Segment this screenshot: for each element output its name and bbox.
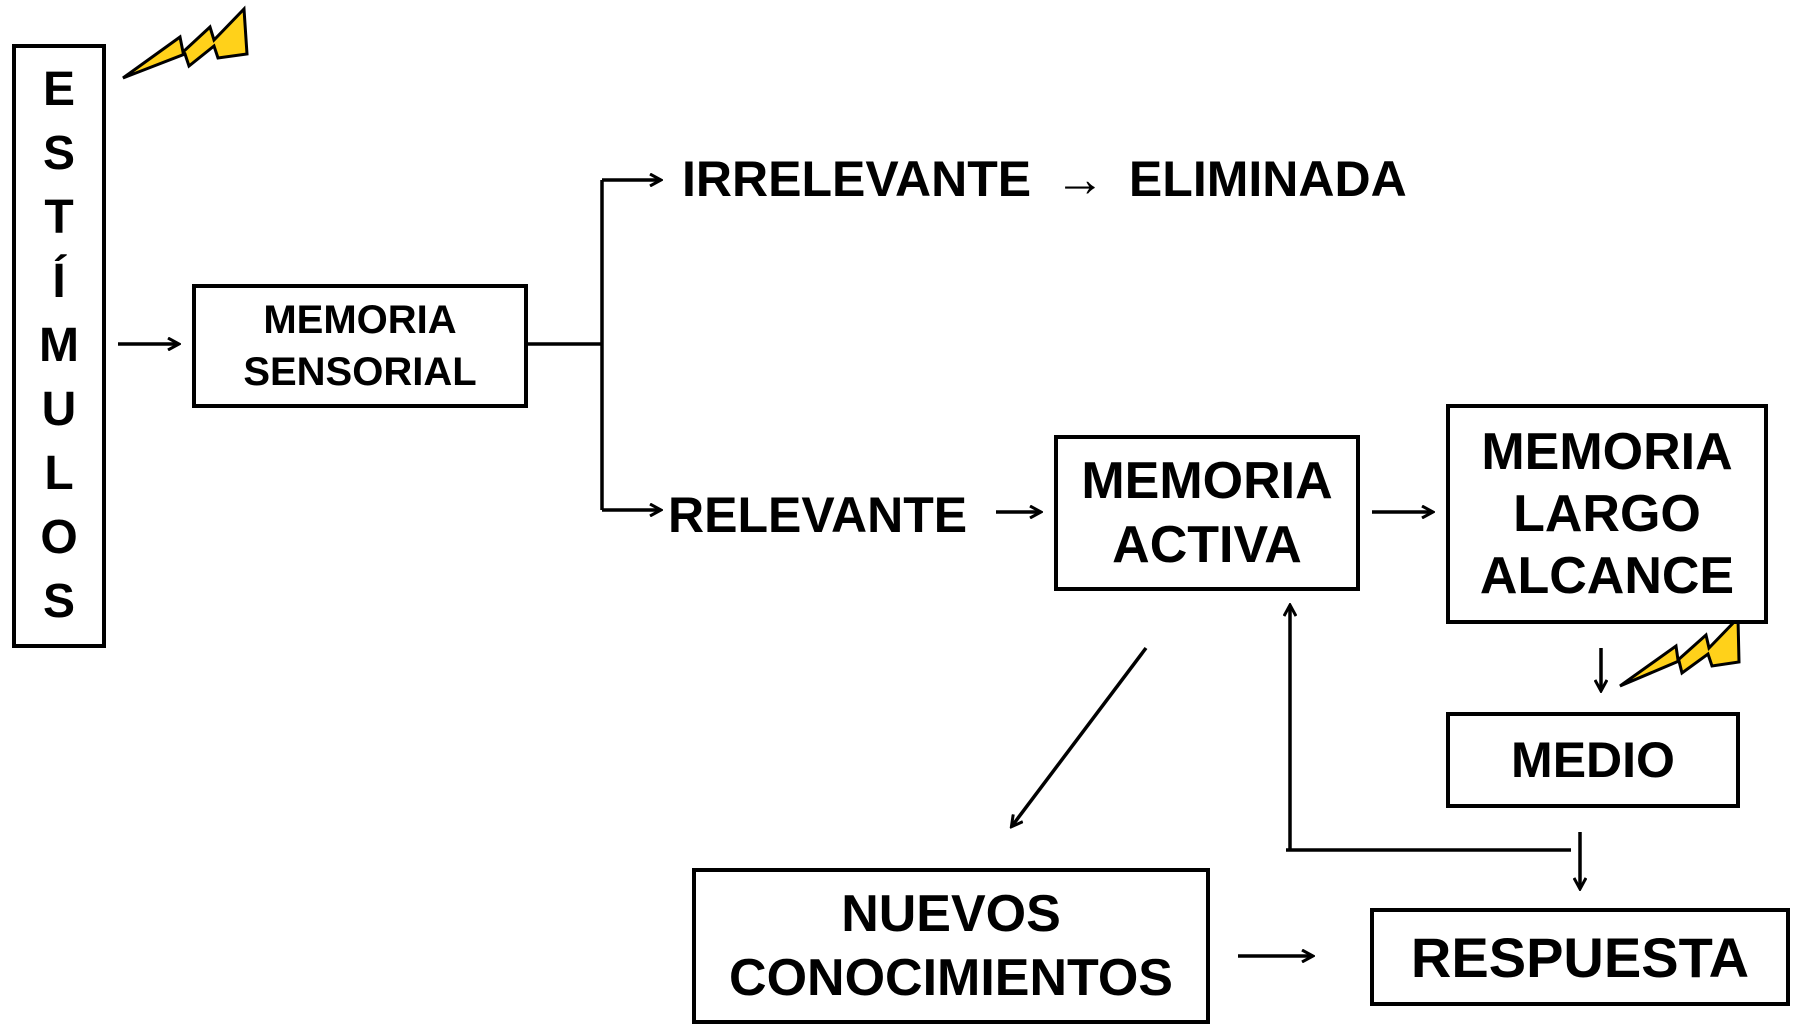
irrelevante-label: IRRELEVANTE xyxy=(682,151,1032,207)
branch-connector xyxy=(528,180,660,510)
memoria-sensorial-line1: MEMORIA xyxy=(263,298,457,342)
nuevos-line1: NUEVOS xyxy=(841,885,1061,943)
estimulos-letter: T xyxy=(44,191,74,244)
memoria-largo-line3: ALCANCE xyxy=(1479,547,1735,605)
memoria-largo-line2: LARGO xyxy=(1513,485,1701,543)
estimulos-letter: E xyxy=(42,63,75,116)
irrelevante-arrow: → xyxy=(1055,151,1106,207)
estimulos-letter: U xyxy=(41,383,77,436)
arrow-activa-to-nuevos xyxy=(1012,646,1148,826)
relevante-label: RELEVANTE xyxy=(668,487,968,543)
memoria-largo-alcance-box: MEMORIA LARGO ALCANCE xyxy=(1446,404,1768,624)
memoria-largo-line1: MEMORIA xyxy=(1481,423,1733,481)
estimulos-box: E S T Í M U L O S xyxy=(12,44,106,648)
estimulos-letter: S xyxy=(42,127,75,180)
medio-label: MEDIO xyxy=(1511,732,1675,788)
eliminada-label: ELIMINADA xyxy=(1128,151,1407,207)
memoria-activa-line1: MEMORIA xyxy=(1081,452,1333,510)
estimulos-letter: L xyxy=(44,447,74,500)
memoria-activa-line2: ACTIVA xyxy=(1112,516,1302,574)
respuesta-box: RESPUESTA xyxy=(1370,908,1790,1006)
estimulos-letter: Í xyxy=(52,255,66,308)
estimulos-letter: M xyxy=(39,319,79,372)
respuesta-label: RESPUESTA xyxy=(1410,925,1750,989)
nuevos-line2: CONOCIMIENTOS xyxy=(729,949,1173,1007)
estimulos-letter: O xyxy=(40,511,78,564)
lightning-bolt-icon xyxy=(1619,614,1741,688)
medio-box: MEDIO xyxy=(1446,712,1740,808)
feedback-connector xyxy=(1286,606,1580,888)
lightning-bolt-icon xyxy=(122,5,249,80)
irrelevante-row: IRRELEVANTE → ELIMINADA xyxy=(682,154,1407,204)
memoria-sensorial-box: MEMORIA SENSORIAL xyxy=(192,284,528,408)
estimulos-letter: S xyxy=(42,575,75,628)
nuevos-conocimientos-box: NUEVOS CONOCIMIENTOS xyxy=(692,868,1210,1024)
memoria-sensorial-line2: SENSORIAL xyxy=(243,350,477,394)
memoria-activa-box: MEMORIA ACTIVA xyxy=(1054,435,1360,591)
